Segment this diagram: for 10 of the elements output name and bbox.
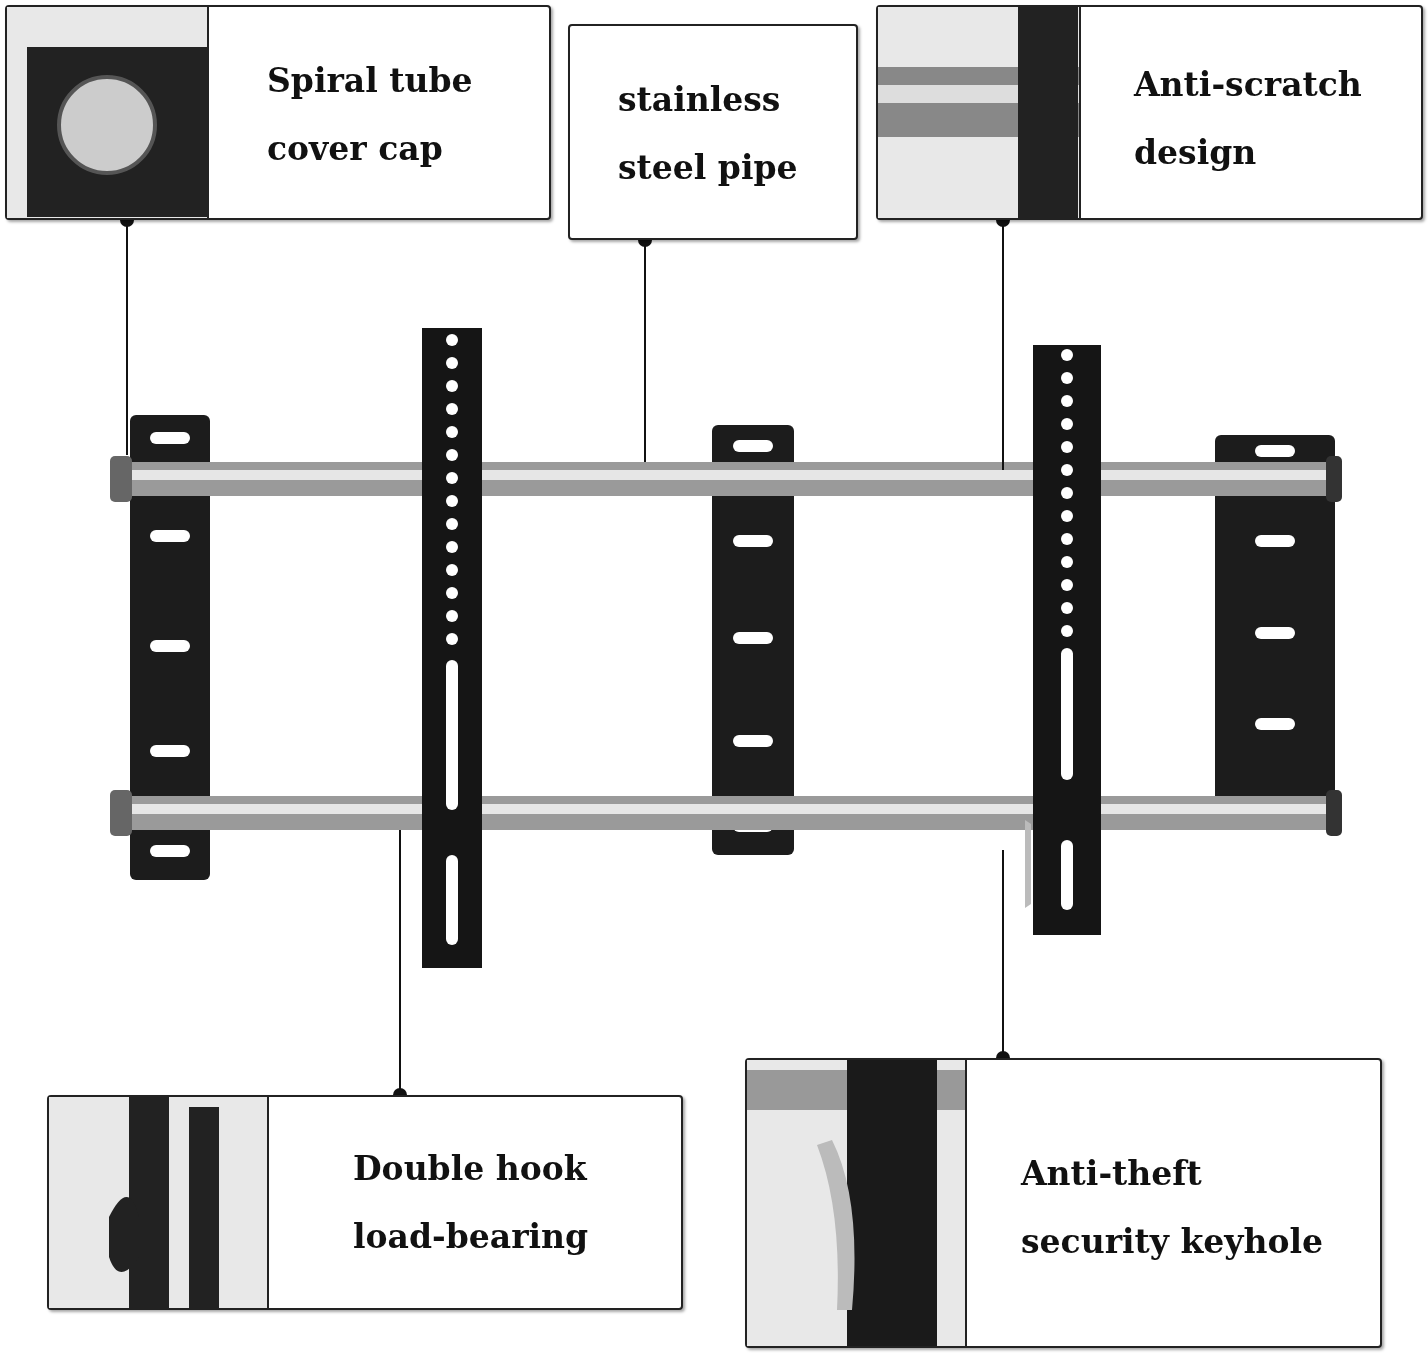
callout-text: Spiral tube cover cap xyxy=(267,60,474,170)
callout-box xyxy=(5,5,551,220)
callout-text: Double hook load-bearing xyxy=(353,1148,590,1258)
callout-box xyxy=(745,1058,1382,1348)
callout-text: Anti-theft security keyhole xyxy=(1021,1153,1325,1263)
callout-box xyxy=(876,5,1423,220)
callout-box xyxy=(568,24,858,240)
callout-box xyxy=(47,1095,683,1310)
callout-text: stainless steel pipe xyxy=(618,79,799,189)
callout-text: Anti-scratch design xyxy=(1134,64,1363,174)
